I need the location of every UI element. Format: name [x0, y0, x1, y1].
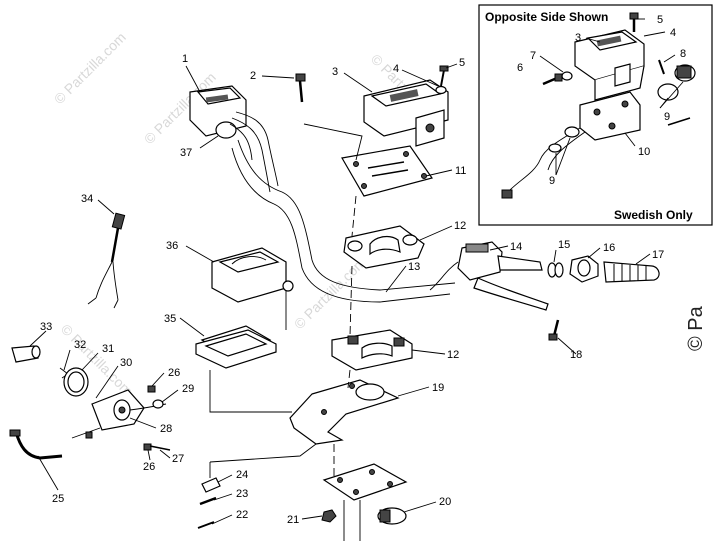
watermark: © Partzilla.com: [51, 29, 129, 107]
plug-33: [11, 345, 41, 363]
handlebar-clamp-lower: [331, 329, 413, 371]
inset-bolt-5: [629, 12, 639, 32]
watermark: © Partzilla.com: [291, 254, 369, 332]
callout-inset-5: 5: [657, 14, 663, 26]
callout-21: 21: [287, 514, 299, 526]
edge-watermark: © Pa: [685, 305, 707, 351]
switch-housing: [363, 79, 449, 147]
callout-20: 20: [439, 496, 451, 508]
switch-16: [569, 255, 599, 283]
callout-23: 23: [236, 488, 248, 500]
callout-36: 36: [166, 240, 178, 252]
clip-24: [201, 477, 221, 493]
inset-leaders: [539, 18, 684, 176]
callout-inset-10: 10: [638, 146, 650, 158]
callout-25: 25: [52, 493, 64, 505]
callout-29: 29: [182, 383, 194, 395]
inset-title: Opposite Side Shown: [485, 10, 608, 24]
clamp-plate-11: [341, 145, 433, 197]
brake-lever: [429, 241, 549, 311]
handlebar-clamp-upper: [343, 225, 425, 269]
screw-5: [439, 65, 449, 87]
callout-18: 18: [570, 349, 582, 361]
callout-inset-3: 3: [575, 32, 581, 44]
callout-1: 1: [182, 53, 188, 65]
ring-31: [63, 367, 89, 397]
pin-23: [199, 496, 217, 506]
ring-15: [547, 262, 564, 278]
nut-26-lower: [143, 443, 152, 451]
inset-switch-housing: [574, 29, 645, 101]
callout-32: 32: [74, 339, 86, 351]
callout-37: 37: [180, 147, 192, 159]
callout-30: 30: [120, 357, 132, 369]
callout-12-lower: 12: [447, 349, 459, 361]
speedometer: [211, 247, 294, 303]
switch-34: [87, 212, 126, 309]
callout-inset-6: 6: [517, 62, 523, 74]
clamp-20: [377, 507, 407, 525]
nut-26-upper: [147, 385, 156, 393]
washer-4: [435, 85, 447, 95]
leader-lines: [29, 63, 651, 525]
callout-26-upper: 26: [168, 367, 180, 379]
callout-inset-9-left: 9: [549, 175, 555, 187]
screw-18: [548, 319, 560, 341]
callout-19: 19: [432, 382, 444, 394]
callout-33: 33: [40, 321, 52, 333]
callout-27: 27: [172, 453, 184, 465]
mounting-plate-19: [289, 379, 400, 445]
handlebar: [231, 139, 456, 303]
callout-28: 28: [160, 423, 172, 435]
screw-22: [197, 521, 215, 529]
nut-21: [321, 509, 337, 523]
bolt-27: [149, 445, 171, 451]
guide-lines: [209, 123, 363, 478]
inset-pin-8: [658, 59, 665, 75]
washer-29: [152, 399, 164, 409]
callout-12-upper: 12: [454, 220, 466, 232]
callout-5: 5: [459, 57, 465, 69]
callout-2: 2: [250, 70, 256, 82]
callout-34: 34: [81, 193, 93, 205]
bolt-2: [295, 73, 306, 103]
callout-17: 17: [652, 249, 664, 261]
handlebar-grip: [603, 261, 660, 283]
callout-11: 11: [455, 165, 466, 177]
callout-15: 15: [558, 239, 570, 251]
wire-28: [71, 427, 101, 439]
callout-22: 22: [236, 509, 248, 521]
inset-bracket: [579, 91, 641, 141]
gauge-bracket: [91, 389, 167, 431]
inset-panel: Opposite Side Shown Swedish Only: [478, 4, 713, 226]
inset-footer: Swedish Only: [614, 208, 693, 222]
inset-wire-harness: [501, 126, 586, 199]
callout-inset-4: 4: [670, 27, 676, 39]
callout-24: 24: [236, 469, 248, 481]
lower-plate: [322, 463, 408, 541]
speedometer-gasket: [195, 325, 277, 369]
callout-4: 4: [393, 63, 399, 75]
callout-35: 35: [164, 313, 176, 325]
cable-25: [9, 429, 63, 460]
callout-13: 13: [408, 261, 420, 273]
inset-washer-7: [561, 71, 573, 81]
inset-key-switch: [657, 64, 696, 126]
callout-14: 14: [510, 241, 522, 253]
callout-16: 16: [603, 242, 615, 254]
callout-inset-8: 8: [680, 48, 686, 60]
callout-inset-9-right: 9: [664, 111, 670, 123]
callout-26-lower: 26: [143, 461, 155, 473]
callout-inset-7: 7: [530, 50, 536, 62]
throttle-control: [189, 85, 279, 193]
callout-31: 31: [102, 343, 114, 355]
callout-3: 3: [332, 66, 338, 78]
